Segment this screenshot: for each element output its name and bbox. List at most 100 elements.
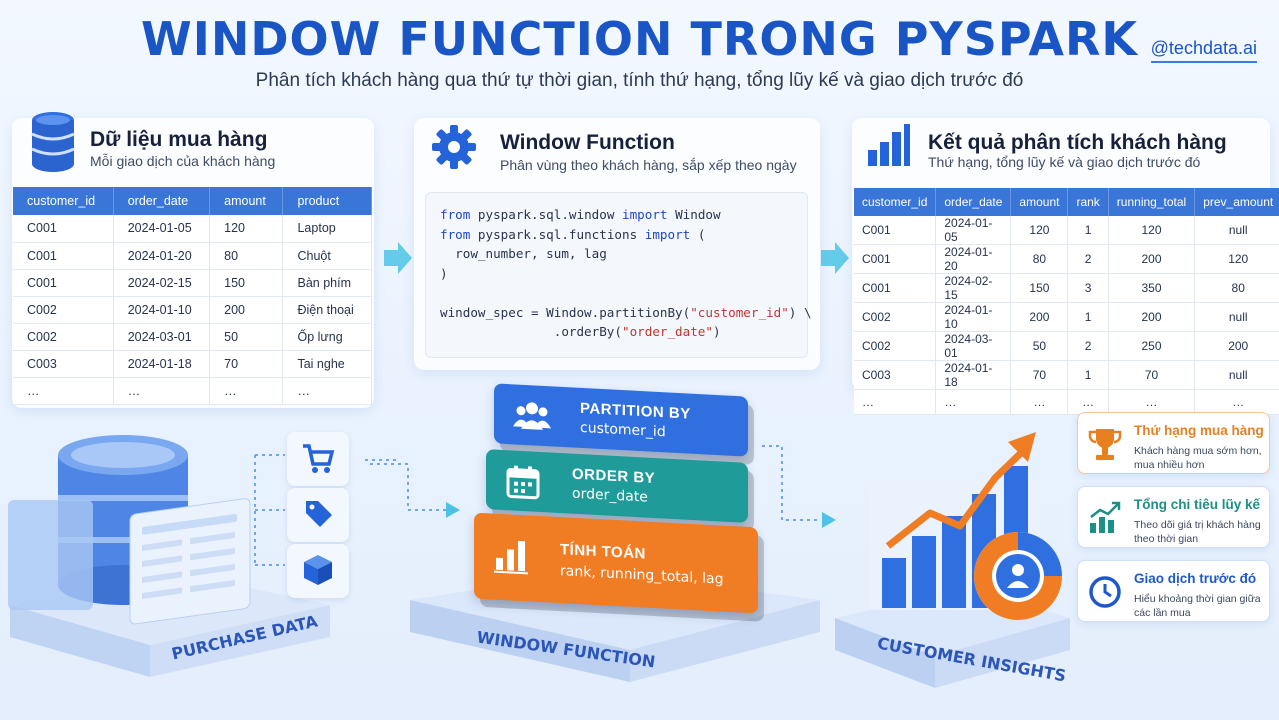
table-cell: C001 (854, 244, 937, 274)
layer-subtitle: order_date (572, 485, 648, 506)
table-cell: 50 (209, 323, 284, 351)
table-cell: 150 (209, 269, 284, 297)
table-cell: Điện thoại (282, 296, 372, 324)
window-panel-title: Window Function (500, 131, 675, 154)
table-cell: 120 (209, 215, 284, 243)
table-cell: 120 (1010, 216, 1069, 245)
table-cell: 150 (1010, 273, 1069, 303)
table-cell: 80 (209, 242, 284, 270)
table-cell: 70 (1010, 360, 1069, 390)
table-cell: 70 (209, 350, 284, 378)
page-subtitle: Phân tích khách hàng qua thứ tự thời gia… (255, 70, 1024, 91)
table-cell: Laptop (282, 215, 372, 243)
table-cell: 2024-03-01 (935, 331, 1012, 361)
table-cell: C001 (13, 242, 114, 270)
table-cell: C001 (854, 216, 937, 245)
shopping-cart-icon (303, 444, 335, 473)
col-header: order_date (935, 188, 1012, 216)
table-cell: 2024-01-10 (935, 302, 1012, 332)
table-cell: 2024-01-20 (935, 244, 1012, 274)
table-cell: … (282, 377, 372, 405)
table-cell: 2024-01-05 (935, 216, 1012, 245)
result-panel-subtitle: Thứ hạng, tổng lũy kế và giao dịch trước… (928, 154, 1201, 170)
table-cell: 250 (1108, 331, 1196, 361)
page-title: WINDOW FUNCTION TRONG PYSPARK (140, 12, 1139, 66)
table-cell: C003 (854, 360, 937, 390)
layer-subtitle: customer_id (580, 419, 666, 441)
table-cell: 50 (1010, 331, 1069, 361)
users-icon (513, 402, 551, 430)
table-cell: … (1010, 389, 1069, 415)
table-cell: C002 (13, 323, 114, 351)
table-cell: … (1108, 389, 1196, 415)
arrow-right-icon (384, 242, 412, 274)
layer-title: TÍNH TOÁN (560, 541, 646, 563)
table-cell: C001 (854, 273, 937, 303)
table-cell: … (1067, 389, 1109, 415)
layer-title: PARTITION BY (580, 399, 691, 423)
purchase-panel-title: Dữ liệu mua hàng (90, 128, 268, 151)
table-cell: 1 (1067, 216, 1109, 245)
window-panel-subtitle: Phân vùng theo khách hàng, sắp xếp theo … (500, 157, 797, 173)
table-cell: 2024-02-15 (113, 269, 211, 297)
table-cell: … (13, 377, 114, 405)
box-icon (304, 555, 332, 585)
table-cell: 2024-01-05 (113, 215, 211, 243)
bar-chart-icon (494, 540, 528, 575)
col-header: customer_id (13, 187, 114, 215)
table-cell: … (113, 377, 211, 405)
flow-arrow-icon (762, 445, 836, 528)
result-panel-title: Kết quả phân tích khách hàng (928, 131, 1227, 154)
col-header: amount (209, 187, 284, 215)
table-row: ……………… (854, 389, 1279, 415)
insight-card-ranking: Thứ hạng mua hàng Khách hàng mua sớm hơn… (1077, 412, 1270, 474)
table-cell: … (209, 377, 284, 405)
trophy-icon (1088, 429, 1122, 460)
table-cell: 200 (209, 296, 284, 324)
table-cell: C001 (13, 269, 114, 297)
table-cell: null (1194, 360, 1279, 390)
table-cell: 70 (1108, 360, 1196, 390)
database-icon (31, 112, 75, 172)
layer-title: ORDER BY (572, 465, 656, 488)
table-cell: C002 (13, 296, 114, 324)
col-header: product (282, 187, 372, 215)
table-cell: 2024-01-20 (113, 242, 211, 270)
table-cell: Chuột (282, 242, 372, 270)
table-cell: Ốp lưng (282, 323, 372, 351)
table-row: ………… (13, 377, 372, 405)
table-cell: 3 (1067, 273, 1109, 303)
purchase-panel-subtitle: Mỗi giao dịch của khách hàng (90, 153, 276, 169)
clock-icon (1089, 576, 1121, 608)
table-cell: 120 (1108, 216, 1196, 245)
code-line: window_spec = Window.partitionBy("custom… (440, 304, 812, 320)
table-cell: 350 (1108, 273, 1196, 303)
table-cell: 200 (1010, 302, 1069, 332)
layer-subtitle: rank, running_total, lag (560, 563, 724, 588)
col-header: prev_amount (1194, 188, 1279, 216)
table-cell: C002 (854, 302, 937, 332)
col-header: amount (1010, 188, 1069, 216)
table-cell: 2024-01-10 (113, 296, 211, 324)
table-cell: 80 (1010, 244, 1069, 274)
code-block: from pyspark.sql.window import Window fr… (425, 192, 812, 358)
bar-chart-icon (868, 124, 910, 166)
flow-arrow-icon (370, 463, 460, 518)
table-cell: 1 (1067, 360, 1109, 390)
trend-chart-icon (1090, 501, 1121, 533)
table-cell: C001 (13, 215, 114, 243)
table-cell: 200 (1108, 244, 1196, 274)
code-line: row_number, sum, lag (440, 246, 607, 261)
table-cell: 80 (1194, 273, 1279, 303)
insight-desc: Khách hàng mua sớm hơn, mua nhiều hơn (1134, 445, 1262, 471)
insight-title: Thứ hạng mua hàng (1134, 423, 1264, 438)
arrow-right-icon (821, 242, 849, 274)
result-table-header: customer_id order_date amount rank runni… (854, 188, 1279, 216)
